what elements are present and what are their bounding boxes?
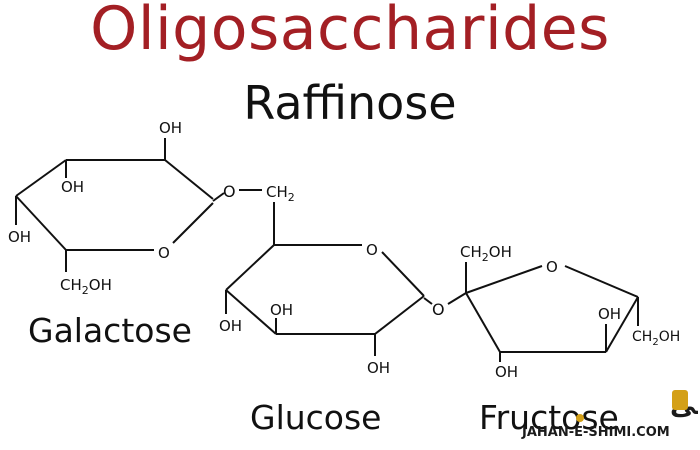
- gal-ch2oh: CH2OH: [60, 276, 112, 297]
- watermark-accent-dot: [576, 414, 584, 422]
- gal-oh-c4: OH: [8, 228, 31, 246]
- fru-bond-c2-c3: [465, 292, 501, 353]
- glucose-ring: [225, 244, 433, 356]
- gal-bond-c4-c1: [164, 159, 214, 200]
- page-title: Oligosaccharides: [90, 0, 610, 64]
- glu-bond-o-c1: [381, 251, 425, 297]
- gal-bond-c2-c3: [15, 159, 67, 197]
- linker-ch2-ch: CH: [266, 183, 288, 201]
- gal-oh-c3: OH: [61, 178, 84, 196]
- gal-bond-o-c1: [172, 202, 214, 244]
- fru-oh-c3: OH: [495, 363, 518, 381]
- gal-bond-c2-c5: [15, 195, 67, 251]
- fructose-label: Fructose: [479, 398, 619, 437]
- fructose-ring: [447, 262, 639, 362]
- fru-oh-c4: OH: [598, 305, 621, 323]
- fru-ring-o: O: [546, 258, 558, 276]
- fru-ch2oh-top-ch: CH: [460, 243, 482, 261]
- gal-ch2oh-oh: OH: [89, 276, 112, 294]
- watermark-accent-shape: [672, 390, 688, 410]
- glu-bond-c4-c5: [225, 244, 275, 291]
- linker-ch2-sub: 2: [288, 191, 295, 204]
- glucose-label: Glucose: [250, 398, 382, 437]
- fru-ch2oh-right-ch: CH: [632, 329, 652, 345]
- glycosidic-o: O: [432, 300, 445, 319]
- page-subtitle: Raffinose: [243, 76, 457, 130]
- fru-ch2oh-top-oh: OH: [489, 243, 512, 261]
- glu-bond-c4-c3: [225, 289, 277, 335]
- watermark-url: JAHAN-E-SHIMI.COM: [521, 425, 670, 440]
- fru-ch2oh-right: CH2OH: [632, 329, 680, 348]
- fru-bond-o-c2: [447, 292, 467, 305]
- jahan-e-shimi-watermark-logo: جهان شیمی JAHAN-E-SHIMI.COM: [521, 390, 698, 440]
- fru-bond-c2-o: [465, 265, 543, 294]
- gal-ch2oh-ch: CH: [60, 276, 82, 294]
- linker-ch2: CH2: [266, 183, 295, 204]
- glu-oh-c2: OH: [367, 359, 390, 377]
- gal-bond-c1-o: [212, 192, 225, 202]
- gal-ch2oh-sub: 2: [82, 284, 89, 297]
- linker-o: O: [223, 182, 236, 201]
- glu-ring-o: O: [366, 241, 378, 259]
- glu-bond-c2-c1: [374, 295, 425, 335]
- fru-bond-o-c5: [564, 265, 639, 298]
- fru-bond-c4-c5: [605, 296, 639, 353]
- glu-bond-c1-o: [423, 297, 433, 305]
- gal-oh-top: OH: [159, 119, 182, 137]
- fru-ch2oh-top-sub: 2: [482, 251, 489, 264]
- galactose-ring: [15, 138, 225, 272]
- fru-ch2oh-top: CH2OH: [460, 243, 512, 264]
- fru-ch2oh-right-oh: OH: [659, 329, 681, 345]
- glu-oh-c3: OH: [270, 301, 293, 319]
- glu-oh-c4: OH: [219, 317, 242, 335]
- fru-ch2oh-right-sub: 2: [652, 337, 658, 348]
- gal-ring-o: O: [158, 244, 170, 262]
- galactose-label: Galactose: [28, 311, 192, 350]
